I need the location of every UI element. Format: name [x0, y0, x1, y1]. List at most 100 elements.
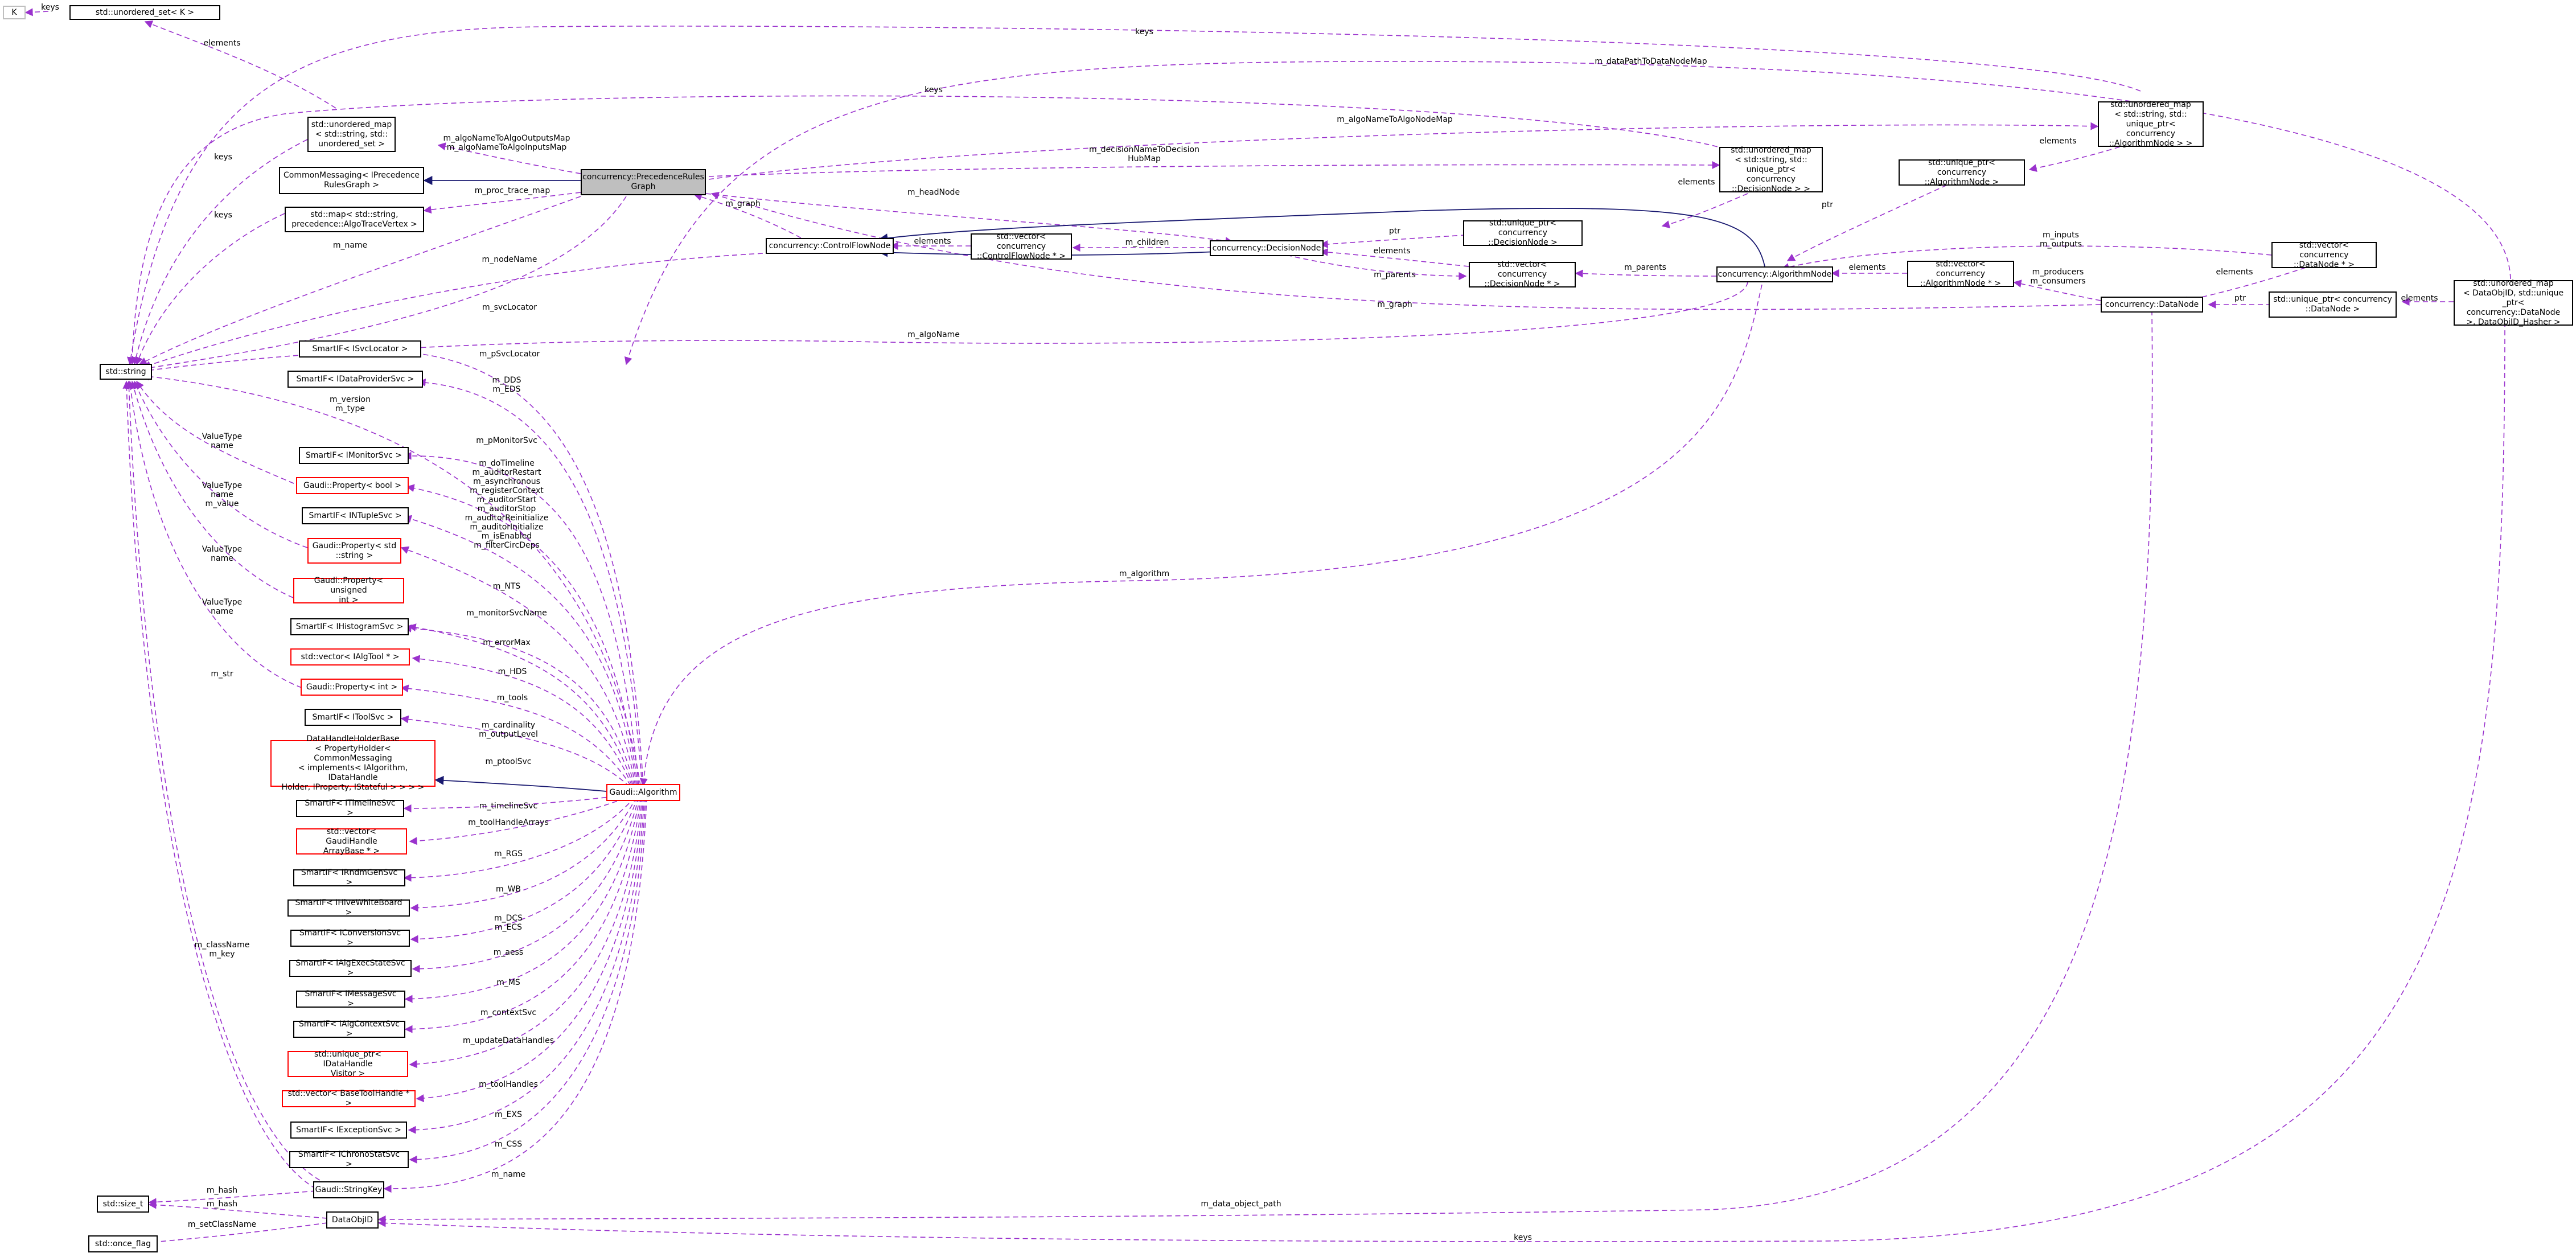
node-once-flag: std::once_flag	[88, 1235, 158, 1252]
label-valuetype2: ValueType name m_value	[202, 481, 243, 508]
node-precedence-rules-graph: concurrency::PrecedenceRules Graph	[581, 169, 706, 195]
label-nodename: m_nodeName	[482, 255, 537, 264]
edge-elements-vecdec	[1320, 248, 1469, 267]
label-valuetype4: ValueType name	[202, 598, 243, 616]
edge-nodename	[142, 253, 763, 369]
edge-hash1	[148, 1190, 317, 1206]
label-keys-map: keys	[214, 211, 232, 220]
edge-rgs	[403, 796, 635, 882]
label-psvclocator: m_pSvcLocator	[479, 350, 540, 359]
label-ptr-algo: ptr	[1821, 200, 1834, 209]
node-svclocator: SmartIF< ISvcLocator >	[299, 340, 421, 358]
label-exs: m_EXS	[495, 1110, 522, 1119]
label-headnode: m_headNode	[907, 188, 960, 197]
label-dcs: m_DCS m_ECS	[494, 914, 523, 932]
label-props-bool: m_doTimeline m_auditorRestart m_asynchro…	[465, 459, 549, 550]
label-rgs: m_RGS	[494, 849, 523, 858]
edge-ptr-decision	[1320, 234, 1475, 248]
node-property-bool: Gaudi::Property< bool >	[296, 477, 409, 494]
label-dds: m_DDS m_EDS	[492, 376, 521, 394]
node-algcontextsvc: SmartIF< IAlgContextSvc >	[293, 1020, 405, 1038]
edge-ms	[404, 796, 640, 1003]
label-pmonitor: m_pMonitorSvc	[476, 436, 537, 445]
node-std-string: std::string	[100, 364, 152, 380]
node-vector-data: std::vector< concurrency ::DataNode * >	[2271, 241, 2377, 269]
edge-datapath	[625, 61, 2511, 365]
edge-pmonitor	[403, 451, 639, 786]
edge-toolhandles	[416, 796, 644, 1103]
edge-errormax	[403, 624, 635, 786]
edge-keys-top	[127, 26, 2141, 365]
node-chronostat: SmartIF< IChronoStatSvc >	[289, 1150, 409, 1169]
label-elements-vecdec: elements	[1373, 247, 1411, 256]
label-ms: m_MS	[496, 978, 520, 987]
node-messagesvc: SmartIF< IMessageSvc >	[296, 989, 405, 1008]
edge-algoname	[141, 281, 1748, 375]
label-algorithm: m_algorithm	[1119, 569, 1170, 578]
node-vector-algo: std::vector< concurrency ::AlgorithmNode…	[1907, 260, 2014, 288]
label-data-object-path: m_data_object_path	[1201, 1200, 1281, 1209]
label-keys-bottom: keys	[1514, 1233, 1532, 1242]
node-vector-algtool: std::vector< IAlgTool * >	[290, 648, 410, 666]
edge-monitorsvcname	[400, 546, 636, 786]
edge-nts	[403, 515, 637, 786]
edge-graph-cfn	[710, 192, 2101, 310]
label-producers: m_producers m_consumers	[2030, 268, 2086, 286]
node-unique-ptr-data: std::unique_ptr< concurrency ::DataNode …	[2269, 291, 2397, 318]
label-keys-k: keys	[41, 3, 59, 12]
label-updatedatahandles: m_updateDataHandles	[462, 1036, 554, 1045]
label-elements-data: elements	[2401, 294, 2438, 303]
node-dataobjid: DataObjID	[326, 1211, 379, 1229]
label-elements-vecalgo: elements	[1848, 263, 1886, 272]
edge-toolhandlearrays	[409, 795, 634, 845]
edge-version	[141, 372, 641, 786]
node-stringkey: Gaudi::StringKey	[313, 1181, 384, 1198]
edge-cardinality	[400, 684, 631, 786]
label-toolhandlearrays: m_toolHandleArrays	[468, 818, 549, 827]
label-timelinesvc: m_timelineSvc	[479, 802, 538, 811]
label-m-str: m_str	[211, 669, 233, 679]
edge-inherit-datahandleholder	[434, 775, 607, 792]
label-proc-trace: m_proc_trace_map	[474, 186, 550, 195]
node-rndmgensvc: SmartIF< IRndmGenSvc >	[293, 868, 405, 887]
edge-ptoolsvc	[400, 715, 630, 787]
label-elements-algo: elements	[2039, 137, 2077, 146]
label-ptoolsvc: m_ptoolSvc	[485, 757, 532, 766]
label-ptr-data: ptr	[2234, 294, 2246, 303]
label-inputs-outputs: m_inputs m_outputs	[2039, 231, 2082, 249]
node-data-node: concurrency::DataNode	[2101, 297, 2203, 313]
edge-props-bool	[406, 484, 638, 786]
edge-timelinesvc	[403, 794, 632, 812]
node-property-int: Gaudi::Property< int >	[301, 679, 403, 696]
edge-parents-dec	[1286, 254, 1467, 280]
node-histosvc: SmartIF< IHistogramSvc >	[290, 618, 409, 635]
label-graph-cfn: m_graph	[1377, 300, 1412, 309]
label-classname: m_className m_key	[194, 940, 250, 959]
edge-setclassname	[144, 1222, 328, 1246]
edge-psvclocator	[400, 348, 644, 786]
edge-updatedatahandles	[409, 796, 643, 1069]
edge-hash2	[148, 1201, 328, 1219]
label-elements-vecdata: elements	[2216, 268, 2253, 277]
label-css: m_CSS	[494, 1140, 523, 1149]
label-outputs-inputs: m_algoNameToAlgoOutputsMap m_algoNameToA…	[443, 134, 570, 152]
label-aess: m_aess	[493, 948, 524, 957]
node-property-string: Gaudi::Property< std ::string >	[307, 538, 401, 564]
node-unique-ptr-decision: std::unique_ptr< concurrency ::DecisionN…	[1463, 219, 1583, 247]
edge-m-str	[122, 380, 317, 1189]
label-cardinality: m_cardinality m_outputLevel	[479, 721, 538, 739]
edge-svclocator-prg	[141, 196, 627, 372]
node-map-trace: std::map< std::string, precedence::AlgoT…	[285, 207, 424, 232]
edge-dcs	[410, 796, 638, 943]
node-timelinesvc: SmartIF< ITimelineSvc >	[296, 799, 404, 818]
node-gaudi-algorithm[interactable]: Gaudi::Algorithm	[606, 784, 680, 801]
node-property-uint: Gaudi::Property< unsigned int >	[293, 576, 404, 605]
label-contextsvc: m_contextSvc	[480, 1008, 537, 1017]
label-wb: m_WB	[495, 885, 521, 894]
edge-keys-umapset	[132, 139, 308, 365]
edge-valuetype1	[136, 380, 302, 487]
edge-exs	[408, 796, 645, 1134]
node-unique-ptr-algo: std::unique_ptr< concurrency ::Algorithm…	[1899, 158, 2025, 187]
label-decision-hub: m_decisionNameToDecision HubMap	[1089, 145, 1199, 163]
node-unordered-map-algo: std::unordered_map < std::string, std:: …	[2098, 100, 2204, 148]
